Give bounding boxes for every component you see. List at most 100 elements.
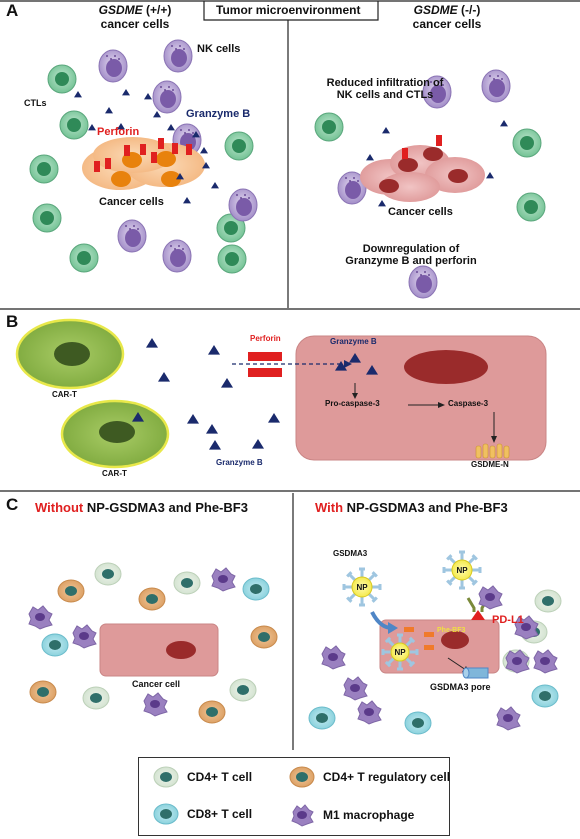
legend-label-m1: M1 macrophage <box>323 808 415 822</box>
ctl-cell <box>47 64 77 94</box>
cart-label-2: CAR-T <box>102 469 127 478</box>
panel-c-immune-cells <box>28 562 562 735</box>
perforin-marker <box>140 144 146 155</box>
granzyme-b-marker <box>183 197 191 204</box>
perforin-marker <box>94 161 100 172</box>
nk-cell <box>152 80 182 114</box>
nk-cell <box>481 69 511 103</box>
cd4-t-cell <box>94 562 122 586</box>
legend-label-treg: CD4+ T regulatory cell <box>323 770 451 784</box>
perforin-marker <box>436 135 442 146</box>
cancer-nucleus-a <box>161 171 181 187</box>
target-nucleus <box>404 350 488 384</box>
granzyme-b-marker <box>382 127 390 134</box>
nk-cell <box>422 75 452 109</box>
ctl-cell <box>224 131 254 161</box>
panel-c-drawing <box>99 597 500 679</box>
cd4-t-cell <box>173 571 201 595</box>
granzyme-b-marker <box>144 93 152 100</box>
perforin-pore <box>248 352 282 377</box>
granzyme-b-marker <box>192 131 200 138</box>
panel-a-letter: A <box>6 1 19 20</box>
down-line1: Downregulation of <box>362 243 460 255</box>
granzyme-b-marker <box>176 173 184 180</box>
granzyme-b-marker <box>366 365 378 375</box>
perforin-marker <box>402 148 408 159</box>
nk-cell <box>117 219 147 253</box>
granzyme-b-marker <box>117 123 125 130</box>
granzyme-b-marker <box>167 124 175 131</box>
treg-cell <box>250 625 278 649</box>
ctl-cell <box>512 128 542 158</box>
cancer-nucleus-a <box>156 151 176 167</box>
arrow-to-gsdma3-pore <box>447 657 467 671</box>
panel-c-letter: C <box>6 495 19 514</box>
granzyme-b-marker <box>221 378 233 388</box>
right-title-genotype: (-/-) <box>457 3 481 17</box>
cd8-t-cell <box>308 706 336 730</box>
perforin-label-b: Perforin <box>250 334 281 343</box>
cancer-nucleus-left <box>166 641 196 659</box>
granzyme-b-marker <box>366 154 374 161</box>
granzyme-b-label-b-top: Granzyme B <box>330 337 377 346</box>
cd8-cell-icon <box>153 803 179 825</box>
cancer-nucleus-a-ko <box>448 169 468 183</box>
gsdma3-pore-label: GSDMA3 pore <box>430 682 491 692</box>
panel-a-header: Tumor microenvironment <box>216 3 361 17</box>
reduced-line2: NK cells and CTLs <box>336 89 434 101</box>
downregulation-label: Downregulation of Granzyme B and perfori… <box>336 243 486 267</box>
granzyme-b-marker <box>209 440 221 450</box>
cancer-nucleus-a-ko <box>379 179 399 193</box>
cd4-t-cell <box>229 678 257 702</box>
macrophage-icon <box>291 804 314 827</box>
nk-cell <box>337 171 367 205</box>
granzyme-b-marker <box>74 91 82 98</box>
granzyme-b-marker <box>252 439 264 449</box>
gsdma3-label: GSDMA3 <box>333 549 368 558</box>
cd8-t-cell <box>531 684 559 708</box>
ctl-cell <box>516 192 546 222</box>
phe-bf3-molecules <box>404 627 434 650</box>
granzyme-b-marker <box>208 345 220 355</box>
cart-cell-top <box>15 318 125 390</box>
granzyme-b-marker <box>88 124 96 131</box>
m1-macrophage <box>28 605 53 630</box>
granzyme-b-marker <box>335 361 347 371</box>
cd8-t-cell <box>404 711 432 735</box>
granzyme-b-marker <box>202 162 210 169</box>
np-label: NP <box>394 648 406 657</box>
without-word: Without <box>35 500 84 515</box>
ctl-cell <box>69 243 99 273</box>
cancer-nucleus-a-ko <box>423 147 443 161</box>
down-line2: Granzyme B and perforin <box>345 255 477 267</box>
frame-lines <box>0 0 580 750</box>
ctl-cell <box>32 203 62 233</box>
m1-macrophage <box>533 649 558 674</box>
perforin-marker <box>172 143 178 154</box>
cancer-nucleus-right <box>441 631 469 649</box>
perforin-label-a: Perforin <box>97 126 140 138</box>
cancer-cell-a-ko <box>380 172 440 202</box>
granzyme-b-marker <box>486 172 494 179</box>
nk-cell <box>98 49 128 83</box>
right-title-rest: NP-GSDMA3 and Phe-BF3 <box>343 500 508 515</box>
m1-macrophage <box>357 700 382 725</box>
pd-l1-label: PD-L1 <box>492 614 524 626</box>
granzyme-b-marker <box>105 107 113 114</box>
m1-macrophage <box>343 676 368 701</box>
legend: CD4+ T cell CD4+ T regulatory cell CD8+ … <box>138 757 450 836</box>
cancer-cell-left <box>99 623 219 677</box>
nanoparticle: NP <box>342 567 382 607</box>
cancer-cell-label-c: Cancer cell <box>132 679 181 689</box>
legend-item-treg: CD4+ T regulatory cell <box>289 766 450 788</box>
nanoparticle: NP <box>442 550 482 590</box>
m1-macrophage <box>143 692 168 717</box>
granzyme-b-marker <box>187 414 199 424</box>
m1-macrophage <box>321 645 346 670</box>
treg-cell <box>29 680 57 704</box>
left-title-rest: NP-GSDMA3 and Phe-BF3 <box>83 500 248 515</box>
legend-item-m1: M1 macrophage <box>289 803 414 827</box>
left-title-line2: cancer cells <box>100 17 170 31</box>
right-title-line2: cancer cells <box>412 17 482 31</box>
